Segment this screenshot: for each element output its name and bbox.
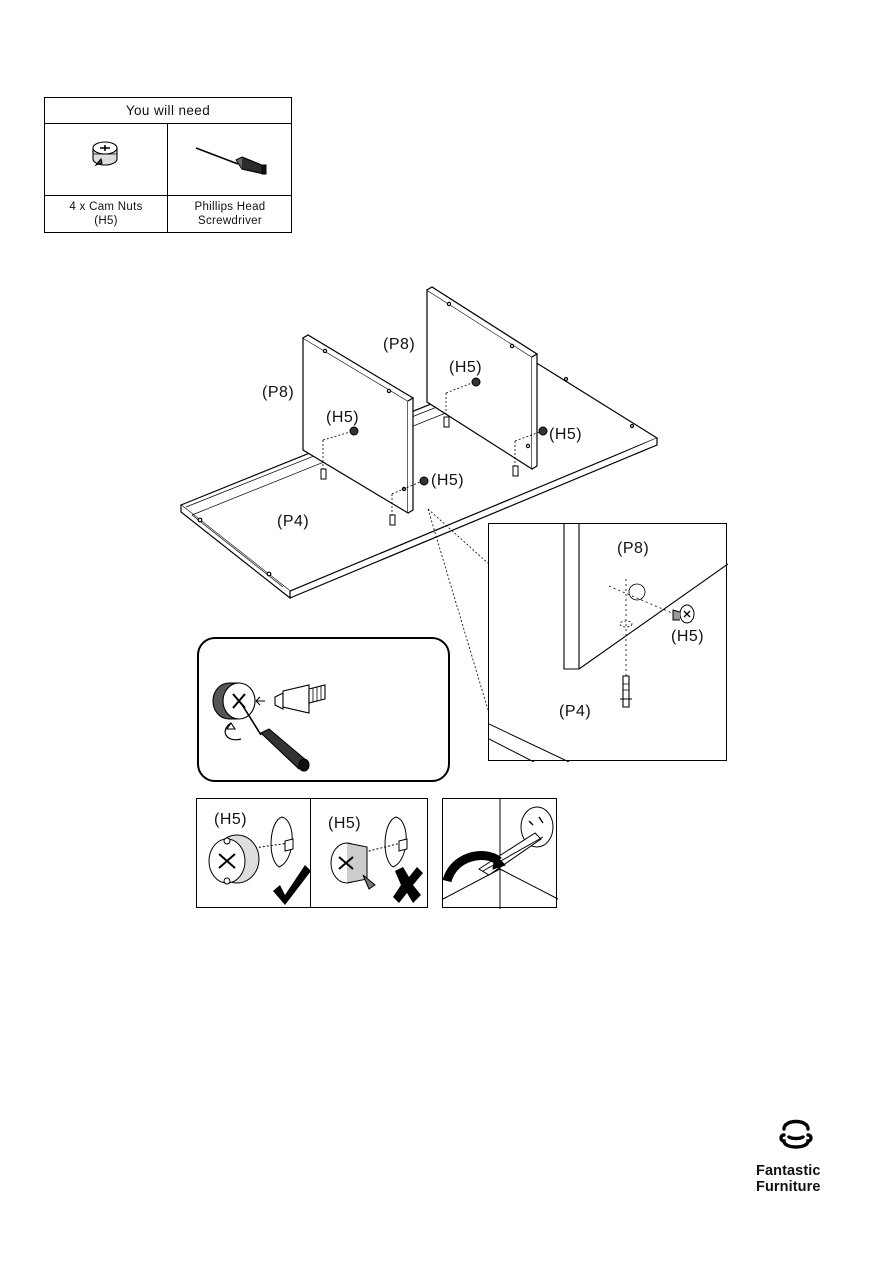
correct-label-h5: (H5) bbox=[214, 811, 248, 828]
wrong-cam-drawing bbox=[330, 816, 423, 903]
label-h5-d: (H5) bbox=[549, 426, 582, 443]
wrong-label-h5: (H5) bbox=[328, 815, 362, 832]
label-h5-c: (H5) bbox=[449, 359, 482, 376]
brand-logo: Fantastic Furniture bbox=[752, 1117, 838, 1197]
side-panel-p8-left bbox=[302, 334, 415, 515]
zoom-label-p8: (P8) bbox=[617, 540, 650, 557]
label-p8-right: (P8) bbox=[383, 336, 415, 353]
cross-mark-icon bbox=[393, 867, 423, 903]
brand-name: Fantastic Furniture bbox=[756, 1163, 821, 1195]
zoom-detail-frame: (P8) (H5) (P4) bbox=[488, 523, 728, 762]
dowel-icon bbox=[443, 416, 450, 428]
dowel-icon bbox=[320, 468, 327, 480]
turn-cam-detail bbox=[442, 798, 558, 909]
wrong-orientation-detail: (H5) bbox=[311, 798, 428, 908]
zoom-label-p4: (P4) bbox=[559, 703, 592, 720]
dowel-icon bbox=[389, 514, 396, 526]
cam-nut-caption-line2: (H5) bbox=[94, 215, 118, 227]
cam-nut-icon bbox=[538, 426, 548, 436]
check-mark-icon bbox=[273, 865, 311, 905]
zoom-detail-drawing bbox=[489, 524, 728, 762]
cam-nut-icon bbox=[349, 426, 359, 436]
cam-nut-caption: 4 x Cam Nuts (H5) bbox=[45, 196, 167, 233]
cam-nut-icon bbox=[419, 476, 429, 486]
zoom-label-h5: (H5) bbox=[671, 628, 705, 645]
part-screwdriver: Phillips Head Screwdriver bbox=[167, 124, 292, 233]
label-p4: (P4) bbox=[277, 513, 309, 530]
cam-nut-icon bbox=[45, 124, 167, 196]
cam-nut-caption-line1: 4 x Cam Nuts bbox=[69, 201, 143, 213]
insert-cam-drawing bbox=[212, 682, 326, 772]
cam-nut-icon bbox=[471, 377, 481, 387]
parts-table: You will need 4 x Cam Nuts (H5) bbox=[44, 97, 292, 233]
screwdriver-caption: Phillips Head Screwdriver bbox=[168, 196, 292, 233]
label-h5-a: (H5) bbox=[326, 409, 359, 426]
armchair-icon bbox=[779, 1119, 813, 1149]
dowel-icon bbox=[512, 465, 519, 477]
correct-orientation-detail: (H5) bbox=[196, 798, 311, 908]
parts-table-row: 4 x Cam Nuts (H5) Phillips Head Screwdri… bbox=[45, 124, 292, 233]
correct-cam-drawing bbox=[208, 816, 311, 905]
parts-table-title: You will need bbox=[45, 98, 291, 124]
screwdriver-caption-line2: Screwdriver bbox=[197, 215, 262, 227]
brand-name-line1: Fantastic bbox=[756, 1163, 821, 1179]
label-p8-left: (P8) bbox=[262, 384, 294, 401]
brand-name-line2: Furniture bbox=[756, 1179, 821, 1195]
part-cam-nut: 4 x Cam Nuts (H5) bbox=[45, 124, 167, 233]
insert-cam-detail-frame bbox=[197, 637, 450, 782]
screwdriver-icon bbox=[168, 124, 292, 196]
screwdriver-caption-line1: Phillips Head bbox=[194, 201, 266, 213]
label-h5-b: (H5) bbox=[431, 472, 464, 489]
turn-cam-drawing bbox=[443, 799, 558, 909]
